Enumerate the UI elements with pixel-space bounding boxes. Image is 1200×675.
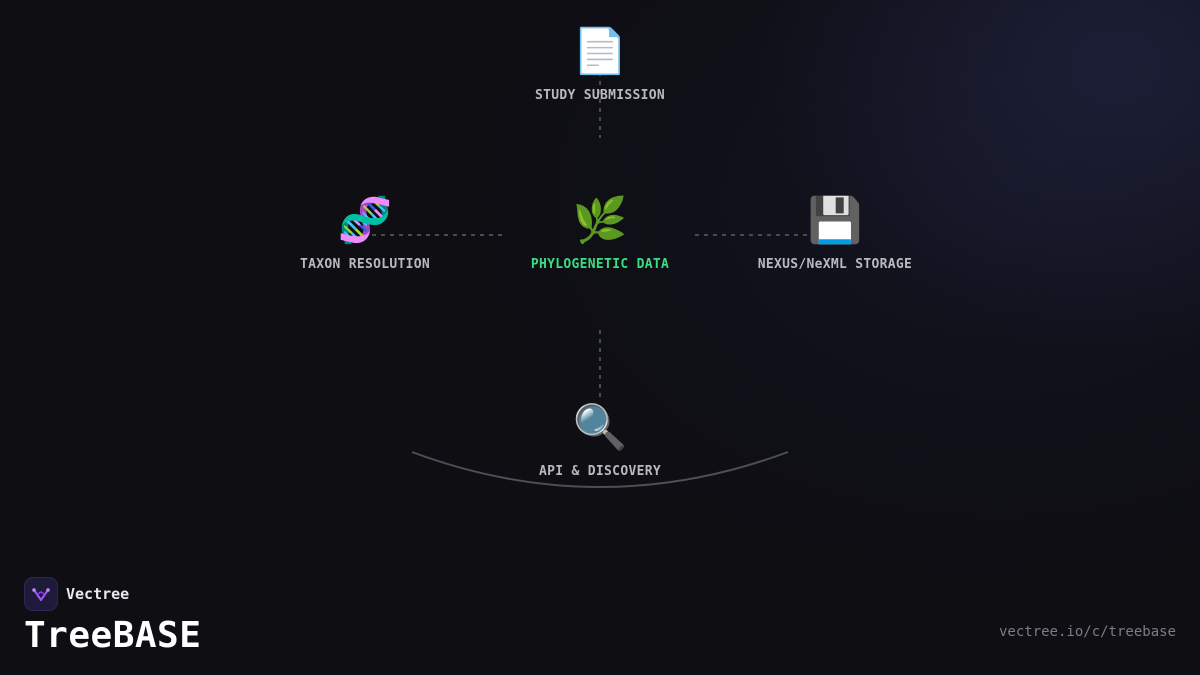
node-label-nexus-storage: NEXUS/NeXML STORAGE: [757, 257, 913, 272]
node-nexus-storage: 💾 NEXUS/NeXML STORAGE: [725, 195, 945, 272]
dna-icon: 🧬: [337, 195, 393, 246]
vectree-logo-icon: [24, 577, 58, 611]
node-label-api-discovery: API & DISCOVERY: [539, 464, 661, 479]
floppy-disk-icon: 💾: [807, 195, 863, 246]
node-label-phylogenetic-data: PHYLOGENETIC DATA: [530, 257, 670, 272]
node-label-study-submission: STUDY SUBMISSION: [534, 88, 666, 103]
magnifier-icon: 🔍: [572, 402, 628, 453]
node-taxon-resolution: 🧬 TAXON RESOLUTION: [255, 195, 475, 272]
brand-block: Vectree TreeBASE: [24, 577, 201, 657]
node-label-taxon-resolution: TAXON RESOLUTION: [299, 257, 431, 272]
document-icon: 📄: [572, 26, 628, 77]
herb-icon: 🌿: [572, 195, 628, 246]
node-phylogenetic-data: 🌿 PHYLOGENETIC DATA: [490, 195, 710, 272]
node-study-submission: 📄 STUDY SUBMISSION: [490, 26, 710, 103]
cycle-arc: [411, 451, 789, 488]
brand-name: Vectree: [66, 585, 130, 603]
node-api-discovery: 🔍 API & DISCOVERY: [490, 402, 710, 479]
product-title: TreeBASE: [24, 615, 202, 656]
product-url[interactable]: vectree.io/c/treebase: [998, 624, 1176, 640]
brand-row: Vectree: [24, 577, 201, 611]
